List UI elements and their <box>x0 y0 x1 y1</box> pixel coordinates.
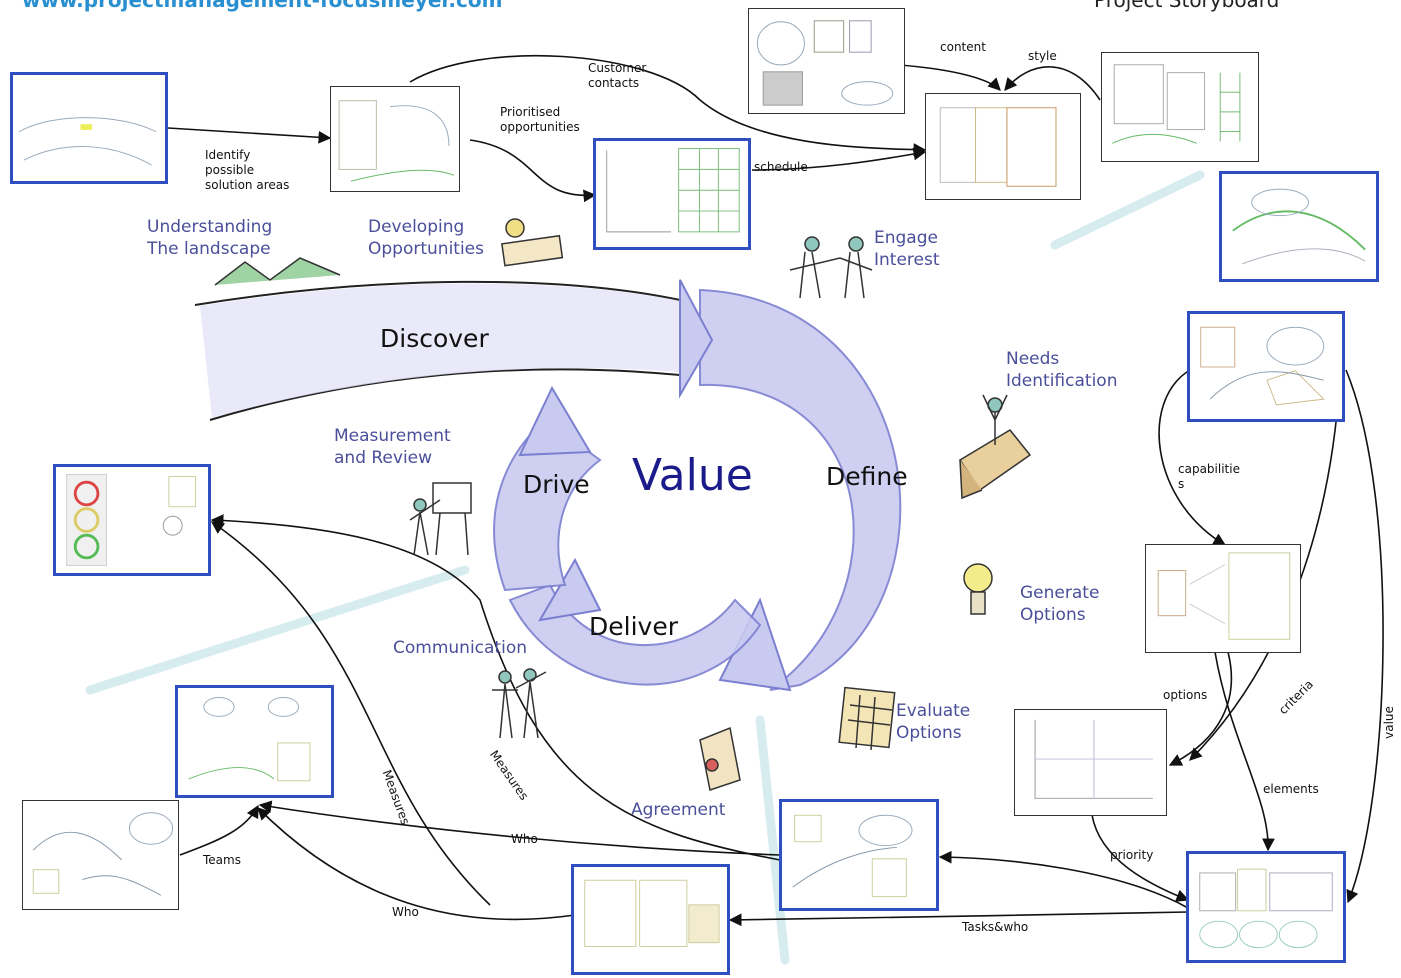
drive-label: Drive <box>523 470 590 499</box>
label-options: options <box>1163 688 1208 702</box>
label-who-top: Who <box>511 832 538 846</box>
card-opportunities <box>330 86 460 192</box>
label-elements: elements <box>1263 782 1319 796</box>
card-needs-map <box>1187 311 1345 422</box>
page-title: Project Storyboard <box>1094 0 1280 12</box>
stage-icons <box>214 218 1032 791</box>
label-teams: Teams <box>203 853 241 867</box>
card-agreement <box>779 799 939 911</box>
label-schedule: schedule <box>754 160 808 174</box>
stage-developing-label: Developing Opportunities <box>368 217 484 259</box>
label-prioritised: Prioritised opportunities <box>500 105 580 134</box>
decorative-streaks <box>85 170 1205 965</box>
card-teams <box>22 800 179 910</box>
label-tasks-who: Tasks&who <box>962 920 1029 934</box>
discover-label: Discover <box>380 324 489 353</box>
card-options-matrix <box>1014 709 1167 816</box>
label-capabilities: capabilitie s <box>1178 462 1240 491</box>
stage-generate-label: Generate Options <box>1020 583 1100 625</box>
website-url: www.projectmanagement-focusmeyer.com <box>22 0 503 12</box>
label-priority: priority <box>1110 848 1154 862</box>
card-style-sheet <box>1101 52 1259 162</box>
card-communication <box>175 685 334 798</box>
label-value: value <box>1381 706 1396 739</box>
card-measurement <box>53 464 211 576</box>
card-engage-landscape <box>1219 171 1379 282</box>
value-cycle <box>194 279 902 692</box>
stage-communication-label: Communication <box>393 638 527 658</box>
card-deliver-tasks <box>571 864 730 975</box>
label-identify: Identify possible solution areas <box>205 148 290 192</box>
card-style-columns <box>925 93 1081 200</box>
label-content: content <box>940 40 986 54</box>
card-landscape-map <box>10 72 168 184</box>
stage-agreement-label: Agreement <box>631 800 726 820</box>
card-content-sketch <box>748 8 905 114</box>
card-capabilities <box>1145 544 1301 653</box>
card-evaluate-elements <box>1186 851 1346 963</box>
define-label: Define <box>826 462 908 491</box>
label-style: style <box>1028 49 1057 63</box>
card-schedule-chart <box>593 138 751 250</box>
stage-measurement-label: Measurement and Review <box>334 426 451 468</box>
deliver-label: Deliver <box>589 612 678 641</box>
stage-engage-label: Engage Interest <box>874 228 940 270</box>
stage-needs-label: Needs Identification <box>1006 349 1118 391</box>
label-who-bottom: Who <box>392 905 419 919</box>
stage-understanding-label: Understanding The landscape <box>147 217 273 259</box>
value-title: Value <box>632 450 753 501</box>
label-customer-contacts: Customer contacts <box>588 61 647 90</box>
stage-evaluate-label: Evaluate Options <box>896 701 971 743</box>
connectors <box>167 54 1384 927</box>
